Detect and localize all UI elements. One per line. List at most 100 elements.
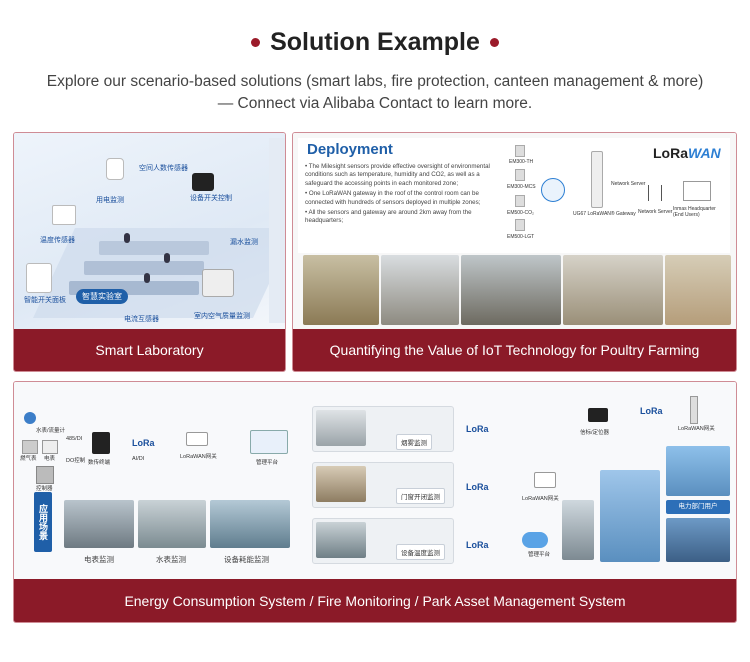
label-current: 电流互感器 [124,316,159,323]
gateway-icon [591,151,603,208]
logo-wan: WAN [688,145,721,161]
label-smoke: 烟雾监测 [396,434,432,450]
label-temp: 温度传感器 [40,237,75,244]
door-photo [316,466,366,502]
smart-lab-caption: Smart Laboratory [14,329,285,371]
label-elec-meter: 电表 [44,456,56,462]
controller-icon [36,466,54,484]
label-gateway-3: LoRaWAN网关 [678,426,715,432]
farm-photo-1 [303,255,379,325]
label-platform-2: 管理平台 [528,552,551,558]
lora-tag-4: LoRa [466,540,489,550]
poultry-illustration: Deployment LoRaWAN • The Milesight senso… [293,133,736,329]
poultry-caption: Quantifying the Value of IoT Technology … [293,329,736,371]
label-gas-meter: 燃气表 [20,456,37,462]
label-collector: 数传终端 [88,460,111,466]
energy-illustration: 水表/流量计 燃气表 电表 控制器 485/DI DO控制 数传终端 LoRa … [14,382,736,579]
label-platform-1: 管理平台 [256,460,279,466]
gateway-device [192,173,214,191]
gateway-icon [186,432,208,446]
water-photo [138,500,206,548]
label-em500-co2: EM500-CO₂ [507,210,534,216]
collector-icon [92,432,110,454]
farm-photo-5 [665,255,731,325]
elec-photo [64,500,134,548]
label-gateway: UG67 LoRaWAN® Gateway [573,211,636,217]
energy-caption: Energy Consumption System / Fire Monitor… [14,579,736,622]
lora-link-icon [541,178,565,202]
label-air: 室内空气质量监测 [194,313,250,320]
smoke-photo [316,410,366,446]
label-hq: Inmas Headquarter (End Users) [673,206,716,218]
label-em500-lgt: EM500-LGT [507,234,535,240]
sensor-device-icon [515,169,525,181]
label-locator: 信标/定位器 [580,430,610,436]
gateway-icon [534,472,556,488]
caption-water: 水表监测 [156,555,186,564]
sensor-device-icon [515,145,525,157]
label-equip-temp: 设备温度监测 [396,544,445,560]
label-network-server: Network Server [611,181,646,187]
bullet-dot-left [251,38,261,47]
label-smart-panel: 智能开关面板 [24,297,66,304]
label-gateway-1: LoRaWAN网关 [180,454,217,460]
lab-bench [99,241,209,255]
label-power: 用电监测 [96,197,124,204]
subtitle-line-1: Explore our scenario-based solutions (sm… [46,73,704,90]
air-quality-device [202,269,234,297]
deployment-title: Deployment [307,141,393,158]
gateway-icon [690,396,698,424]
power-dept-banner: 电力部门用户 [666,500,730,514]
water-meter-icon [24,412,36,424]
label-water-meter: 水表/流量计 [36,428,66,434]
platform-screen-icon [250,430,288,454]
smart-lab-illustration: 空间人数传感器 用电监测 设备开关控制 温度传感器 漏水监测 智能开关面板 智慧… [14,133,285,329]
person-figure [144,273,150,283]
elec-meter-icon [42,440,58,454]
label-ai-di: AI/DI [132,456,145,462]
bullet-dot-right [489,38,499,47]
label-em300-mcs: EM300-MCS [507,184,536,190]
smart-panel-device [26,263,52,293]
poultry-card[interactable]: Deployment LoRaWAN • The Milesight senso… [292,132,737,372]
lora-tag-2: LoRa [466,424,489,434]
power-tower-photo [666,446,730,496]
power-socket-device [106,158,124,180]
caption-equip: 设备耗能监测 [224,555,269,564]
lab-bench [84,261,204,275]
equip-temp-photo [316,522,366,558]
smart-lab-card[interactable]: 空间人数传感器 用电监测 设备开关控制 温度传感器 漏水监测 智能开关面板 智慧… [13,132,286,372]
bullet-1: • The Milesight sensors provide effectiv… [305,163,490,187]
tower-icon [648,185,662,201]
label-water: 漏水监测 [230,239,258,246]
farm-photo-2 [381,255,459,325]
subtitle-line-2: — Connect via Alibaba Contact to learn m… [217,95,533,112]
logo-lora: LoRa [653,145,688,161]
farm-photo-4 [563,255,663,325]
lorawan-logo: LoRaWAN [653,145,721,161]
cloud-icon [522,532,548,548]
caption-elec: 电表监测 [84,555,114,564]
park-photo [600,470,660,562]
gas-meter-icon [22,440,38,454]
monitor-icon [683,181,711,201]
building-photo [666,518,730,562]
bullet-3: • All the sensors and gateway are around… [305,209,472,225]
label-people-sensor: 空间人数传感器 [139,165,188,172]
deployment-bullets: • The Milesight sensors provide effectiv… [305,163,495,228]
label-gateway-2: LoRaWAN网关 [522,496,559,502]
label-do-ctrl: DO控制 [66,458,86,464]
person-figure [124,233,130,243]
page-subtitle: Explore our scenario-based solutions (sm… [20,71,730,115]
energy-card[interactable]: 水表/流量计 燃气表 电表 控制器 485/DI DO控制 数传终端 LoRa … [13,381,737,623]
locator-icon [588,408,608,422]
bullet-2: • One LoRaWAN gateway in the roof of the… [305,190,481,206]
person-figure [164,253,170,263]
deployment-panel [298,138,730,253]
lab-name-badge: 智慧实验室 [76,289,128,304]
label-rs485: 485/DI [66,436,83,442]
sensor-device-icon [515,219,525,231]
label-network-server-2: Network Server [638,209,673,215]
label-switch-ctrl: 设备开关控制 [190,195,232,202]
lab-wall [269,138,285,323]
